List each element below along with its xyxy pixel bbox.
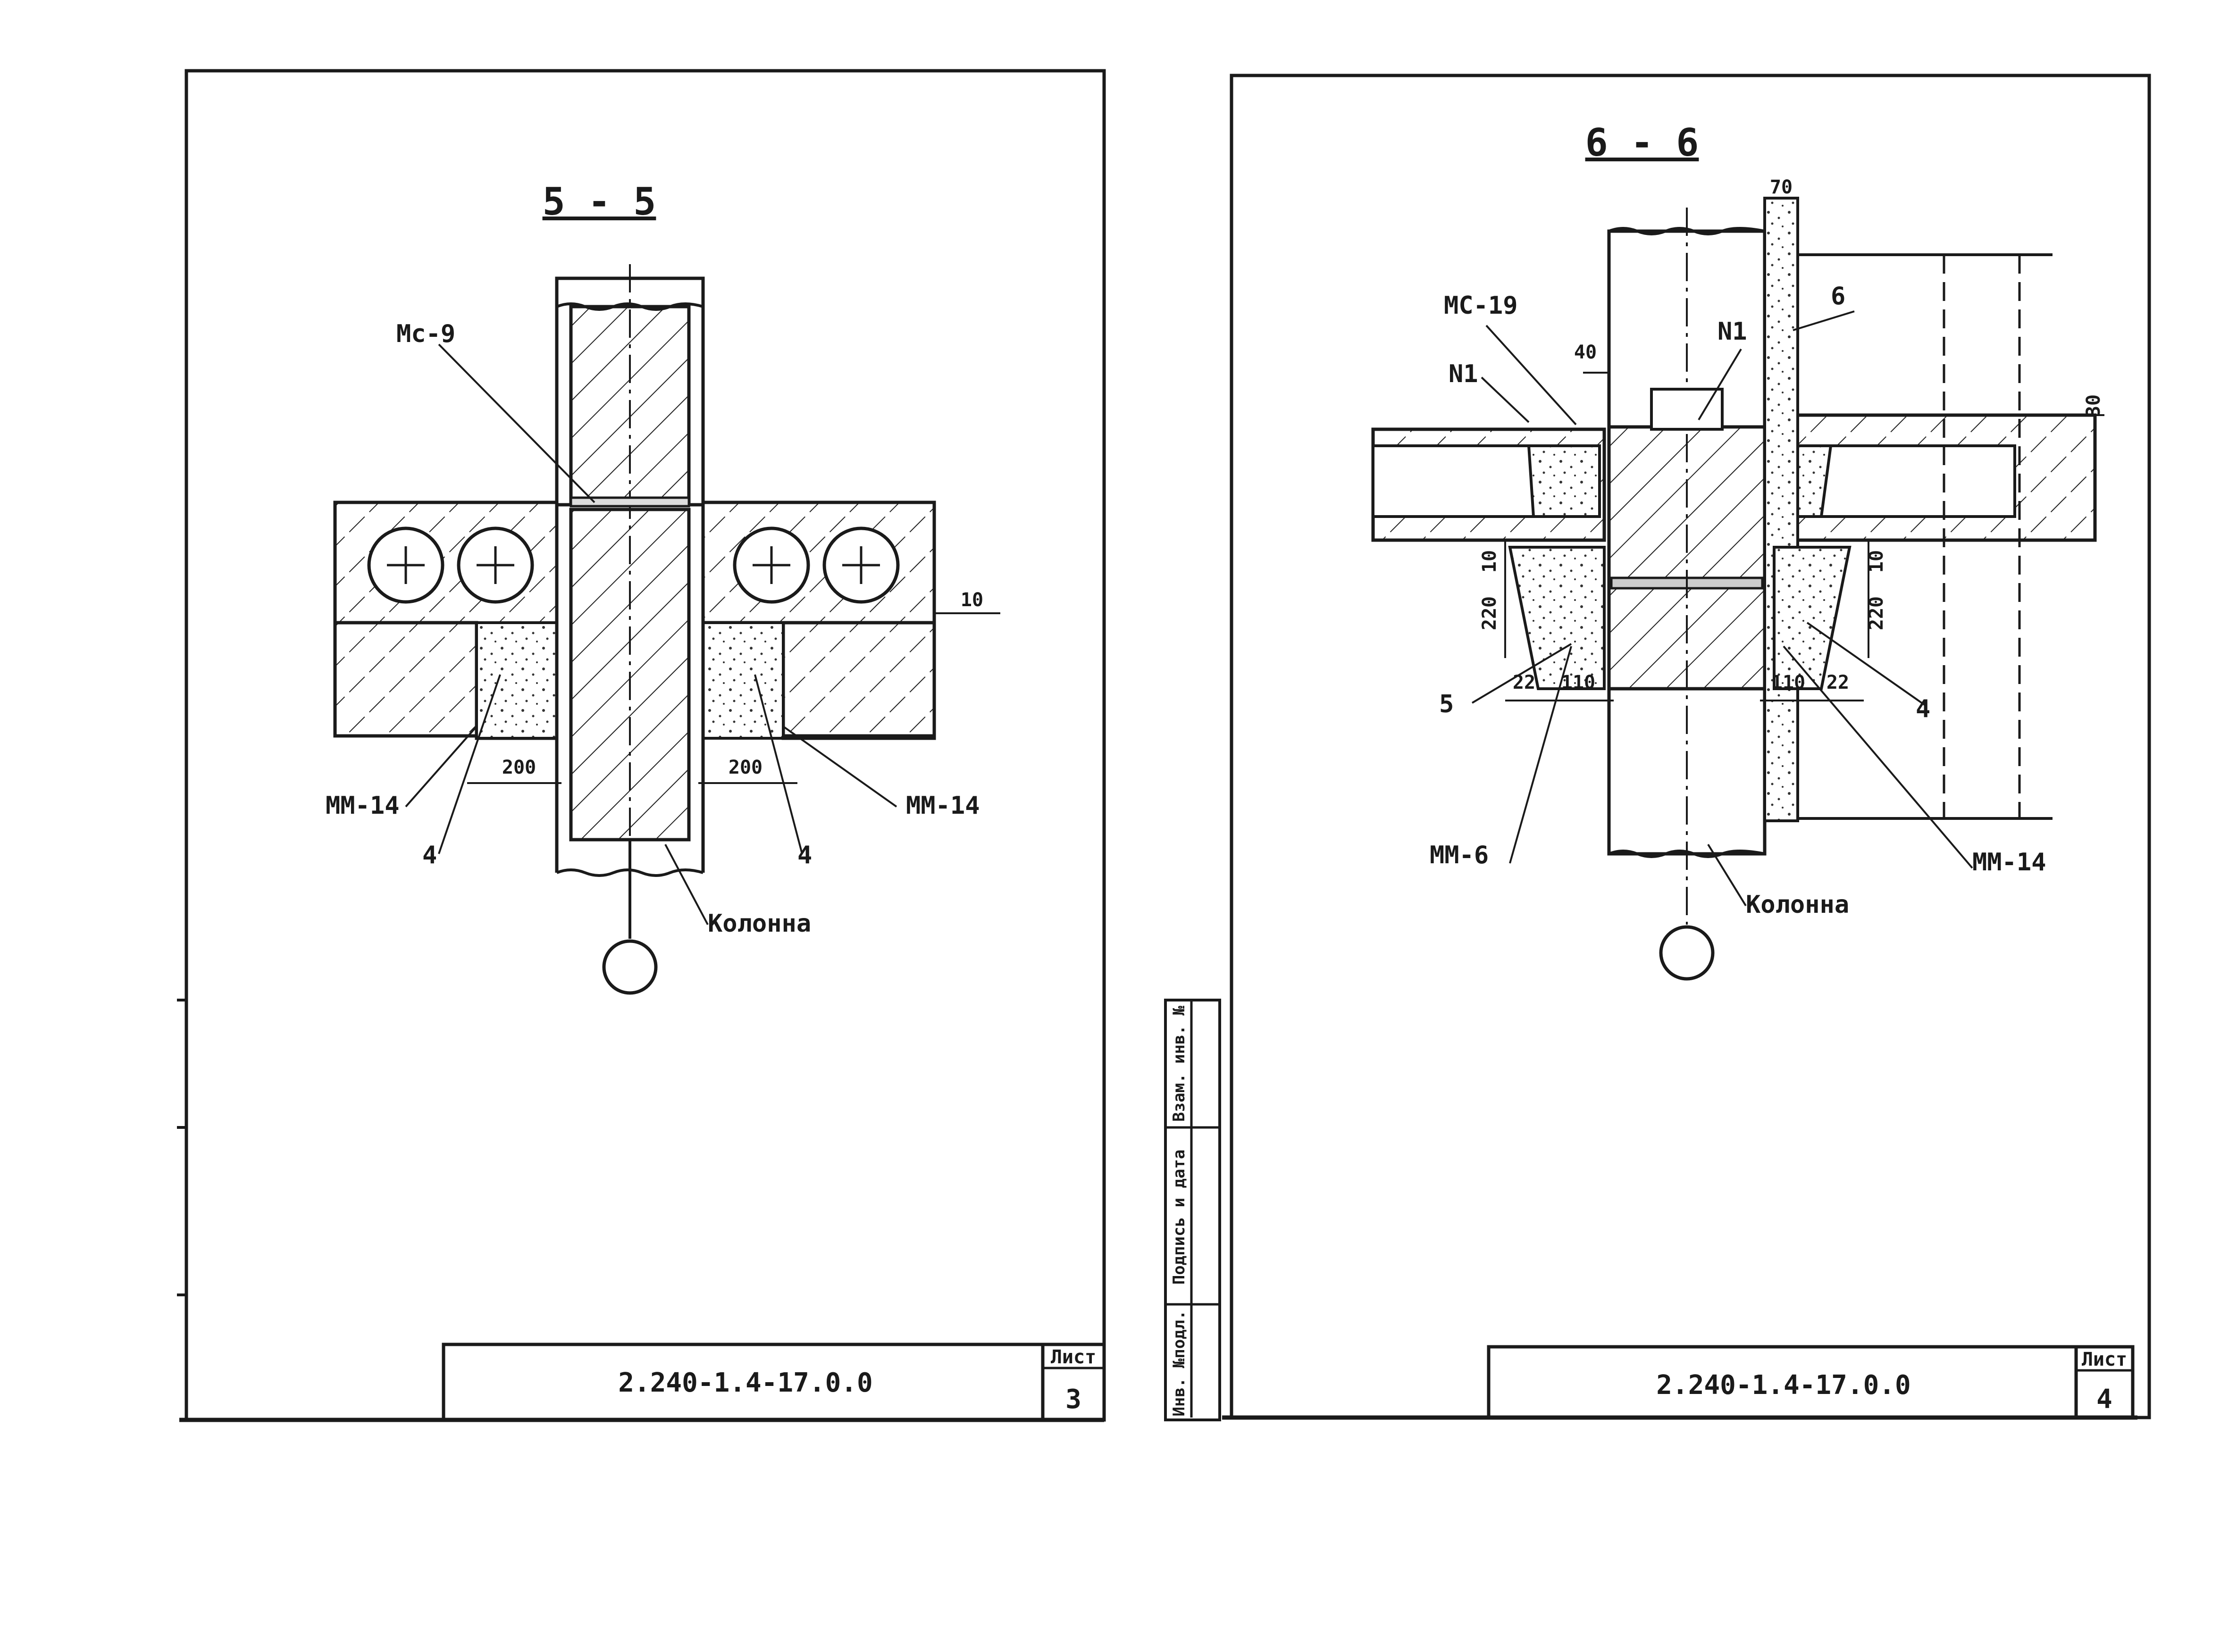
label-4-right: 4: [797, 841, 812, 869]
svg-text:10: 10: [961, 589, 983, 611]
svg-text:220: 220: [1866, 596, 1887, 630]
sheet-left: 5 - 5 200 2: [177, 69, 1106, 1422]
sheet-right: 6 - 6 10 220 22 110: [1164, 74, 2151, 1421]
svg-text:Инв. №подл.: Инв. №подл.: [1170, 1310, 1189, 1416]
label-5: 5: [1439, 690, 1454, 718]
label-mc19: МС-19: [1444, 292, 1518, 320]
sheet-number-left: 3: [1065, 1384, 1081, 1415]
svg-text:110: 110: [1561, 672, 1595, 693]
svg-text:70: 70: [1770, 176, 1793, 198]
svg-text:10: 10: [1866, 550, 1887, 573]
label-mm14: ММ-14: [1972, 848, 2046, 876]
label-mm14-left: ММ-14: [326, 792, 400, 820]
label-4: 4: [1916, 695, 1930, 723]
title-block-code-left: 2.240-1.4-17.0.0: [618, 1368, 872, 1398]
axis-marker-right: [1659, 925, 1715, 981]
svg-text:10: 10: [1479, 550, 1500, 573]
axis-marker-left: [602, 939, 658, 995]
svg-text:22: 22: [1826, 672, 1849, 693]
section-title-6-6: 6 - 6: [1585, 121, 1699, 165]
label-column-right: Колонна: [1746, 891, 1849, 919]
title-block-left: [442, 1343, 1106, 1422]
svg-text:200: 200: [729, 757, 762, 778]
label-n1-left: N1: [1449, 360, 1478, 388]
title-block-right: [1487, 1345, 2135, 1419]
svg-text:110: 110: [1771, 672, 1805, 693]
plate-n1: [1650, 388, 1724, 431]
svg-text:40: 40: [1574, 342, 1597, 363]
svg-text:Лист: Лист: [1051, 1346, 1096, 1368]
label-n1-right: N1: [1718, 317, 1747, 346]
svg-text:30: 30: [2083, 394, 2104, 417]
label-mc9: Мс-9: [396, 320, 455, 348]
label-mm14-right: ММ-14: [906, 792, 980, 820]
label-4-left: 4: [422, 841, 437, 869]
svg-text:Лист: Лист: [2082, 1349, 2127, 1370]
svg-text:200: 200: [502, 757, 536, 778]
label-mm6: ММ-6: [1430, 841, 1489, 869]
section-title-5-5: 5 - 5: [543, 180, 656, 224]
svg-text:22: 22: [1513, 672, 1535, 693]
sheet-right-frame: [1230, 74, 2151, 1419]
plate-mc9: [570, 496, 690, 508]
title-block-code-right: 2.240-1.4-17.0.0: [1656, 1370, 1910, 1401]
sheet-number-right: 4: [2096, 1384, 2112, 1415]
svg-text:Подпись и дата: Подпись и дата: [1170, 1150, 1189, 1285]
label-6: 6: [1831, 282, 1845, 310]
svg-text:220: 220: [1479, 596, 1500, 630]
svg-text:Взам. инв. №: Взам. инв. №: [1170, 1006, 1189, 1122]
label-column-left: Колонна: [708, 909, 811, 938]
